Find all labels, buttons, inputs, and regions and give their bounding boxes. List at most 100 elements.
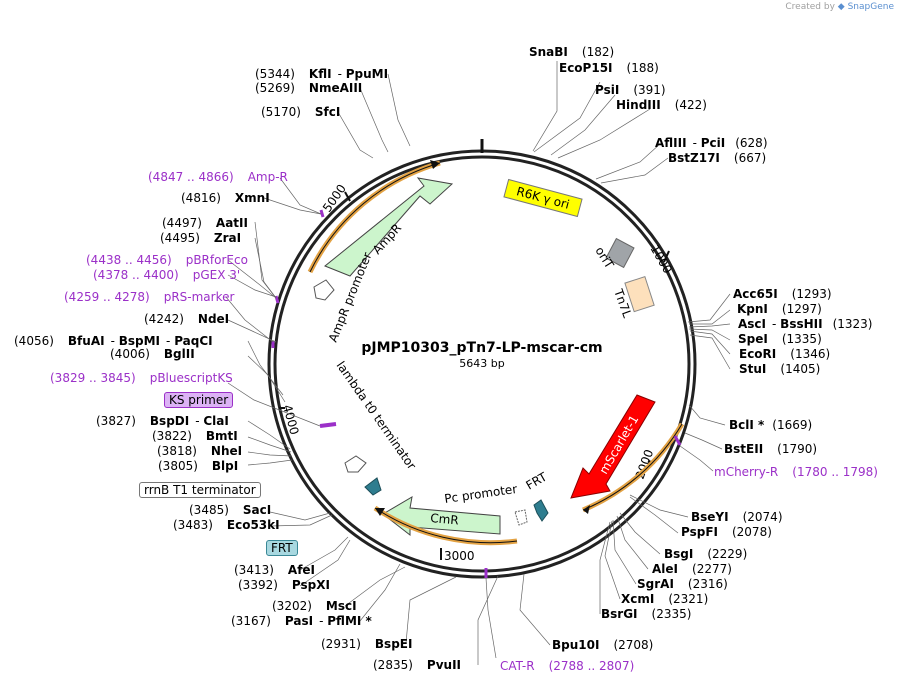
site-snabi[interactable]: SnaBI(182) xyxy=(529,45,614,59)
snapgene-logo-icon: ◆ xyxy=(837,2,845,12)
site-afei-name: AfeI xyxy=(288,563,315,577)
site-kpni[interactable]: KpnI(1297) xyxy=(737,302,822,316)
svg-text:PspFI(2078): PspFI(2078) xyxy=(681,525,772,539)
site-afliii-pcii[interactable]: AflIII- PciI(628) xyxy=(655,136,768,150)
site-bglii[interactable]: (4006)BglII xyxy=(110,347,195,361)
site-alei-pos: (2277) xyxy=(692,562,732,576)
site-bsteii[interactable]: BstEII(1790) xyxy=(724,442,817,456)
tag-frt[interactable]: FRT xyxy=(266,540,298,556)
primer-prs-marker[interactable]: (4259 .. 4278)pRS-marker xyxy=(64,290,234,304)
feature-cmr[interactable]: CmR xyxy=(373,496,518,546)
primer-cat-r[interactable]: CAT-R(2788 .. 2807) xyxy=(500,659,634,673)
tag-rrnb-t1-terminator[interactable]: rrnB T1 terminator xyxy=(139,482,261,498)
site-bstz17i-pos: (667) xyxy=(734,151,766,165)
site-pasi-pflmi[interactable]: (3167)PasI- PflMI * xyxy=(231,614,373,628)
site-nhei[interactable]: (3818)NheI xyxy=(157,444,242,458)
site-kpni-name: KpnI xyxy=(737,302,768,316)
site-bpu10i[interactable]: Bpu10I (2708) xyxy=(552,638,653,652)
site-bstz17i[interactable]: BstZ17I (667) xyxy=(668,151,766,165)
site-bspdi-clai[interactable]: (3827)BspDI- ClaI xyxy=(96,414,229,428)
site-alei[interactable]: AleI(2277) xyxy=(652,562,732,576)
site-spei[interactable]: SpeI(1335) xyxy=(738,332,822,346)
site-saci[interactable]: (3485)SacI xyxy=(189,503,271,517)
site-bcli[interactable]: BclI *(1669) xyxy=(729,418,812,432)
site-eco53ki[interactable]: (3483)Eco53kI xyxy=(173,518,280,532)
site-afei[interactable]: (3413)AfeI xyxy=(234,563,315,577)
site-msci[interactable]: (3202)MscI xyxy=(272,599,357,613)
site-bseyi[interactable]: BseYI(2074) xyxy=(691,510,783,524)
site-bspei[interactable]: (2931)BspEI xyxy=(321,637,412,651)
site-zrai[interactable]: (4495)ZraI xyxy=(160,231,241,245)
feature-tn7l[interactable]: Tn7L xyxy=(611,276,655,320)
svg-text:BseYI(2074): BseYI(2074) xyxy=(691,510,783,524)
primer-pbrforeco[interactable]: (4438 .. 4456)pBRforEco xyxy=(86,253,248,267)
primer-amp-r[interactable]: (4847 .. 4866)Amp-R xyxy=(148,170,288,184)
primer-prs-marker-range: (4259 .. 4278) xyxy=(64,290,150,304)
feature-lambda-t0[interactable]: lambda t0 terminator xyxy=(334,359,419,473)
site-kfli-pos: (5344) xyxy=(255,67,295,81)
site-ndei[interactable]: (4242)NdeI xyxy=(144,312,229,326)
site-pvuii[interactable]: (2835)PvuII xyxy=(373,658,461,672)
tick-label-1000: 1000 xyxy=(647,243,674,276)
pc-promoter-label: Pc promoter xyxy=(443,482,518,506)
site-bpu10i-pos: (2708) xyxy=(613,638,653,652)
svg-text:HindIII(422): HindIII(422) xyxy=(616,98,707,112)
svg-text:(4378 .. 4400)pGEX 3': (4378 .. 4400)pGEX 3' xyxy=(93,268,240,282)
site-bspdi-name: BspDI xyxy=(150,414,189,428)
feature-r6k-ori[interactable]: R6K γ ori xyxy=(503,178,583,218)
site-kfli-ppumi[interactable]: (5344)KflI- PpuMI xyxy=(255,67,388,81)
site-xcmi-name: XcmI xyxy=(621,592,654,606)
feature-orit[interactable]: oriT xyxy=(592,237,635,272)
site-ecori[interactable]: EcoRI(1346) xyxy=(739,347,830,361)
tag-ks-primer[interactable]: KS primer xyxy=(164,392,234,408)
site-eco53ki-name: Eco53kI xyxy=(227,518,280,532)
site-ndei-name: NdeI xyxy=(198,312,229,326)
site-stui-pos: (1405) xyxy=(780,362,820,376)
backbone-inner xyxy=(273,155,691,573)
mscarlet-label: mScarlet-1 xyxy=(596,413,641,477)
site-sgrai[interactable]: SgrAI(2316) xyxy=(637,577,728,591)
site-blpi[interactable]: (3805)BlpI xyxy=(158,459,238,473)
site-spei-pos: (1335) xyxy=(782,332,822,346)
feature-frt-right[interactable]: FRT xyxy=(524,469,550,522)
svg-text:PsiI(391): PsiI(391) xyxy=(595,83,666,97)
site-pspxi[interactable]: (3392)PspXI xyxy=(238,578,330,592)
primer-pbluescriptks-range: (3829 .. 3845) xyxy=(50,371,136,385)
svg-text:(3805)BlpI: (3805)BlpI xyxy=(158,459,238,473)
feature-mscarlet[interactable]: mScarlet-1 xyxy=(570,394,685,514)
site-bsrgi[interactable]: BsrGI(2335) xyxy=(601,607,691,621)
site-pspfi[interactable]: PspFI(2078) xyxy=(681,525,772,539)
site-bpu10i-name: Bpu10I xyxy=(552,638,599,652)
site-bmti[interactable]: (3822)BmtI xyxy=(152,429,238,443)
site-xcmi[interactable]: XcmI(2321) xyxy=(621,592,708,606)
site-bstz17i-name: BstZ17I xyxy=(668,151,720,165)
site-acc65i[interactable]: Acc65I(1293) xyxy=(733,287,832,301)
site-asci-bsshii[interactable]: AscI- BssHII(1323) xyxy=(738,317,872,331)
site-bfuai-bspmi-paqci[interactable]: (4056)BfuAI- BspMI- PaqCI xyxy=(14,334,213,348)
site-psii[interactable]: PsiI(391) xyxy=(595,83,666,97)
lambda-t0-label: lambda t0 terminator xyxy=(334,359,419,473)
site-bseyi-pos: (2074) xyxy=(743,510,783,524)
site-acc65i-pos: (1293) xyxy=(792,287,832,301)
tick-label-3000: 3000 xyxy=(444,549,475,563)
site-stui[interactable]: StuI(1405) xyxy=(739,362,820,376)
site-sfci[interactable]: (5170)SfcI xyxy=(261,105,340,119)
feature-frt-left[interactable] xyxy=(364,477,382,496)
svg-text:(4006)BglII: (4006)BglII xyxy=(110,347,195,361)
site-nmeaiii[interactable]: (5269)NmeAIII xyxy=(255,81,362,95)
primer-pbluescriptks[interactable]: (3829 .. 3845)pBluescriptKS xyxy=(50,371,233,385)
site-bglii-name: BglII xyxy=(164,347,195,361)
primer-pbrforeco-name: pBRforEco xyxy=(186,253,248,267)
site-xmni[interactable]: (4816)XmnI xyxy=(181,191,270,205)
site-ecop15i[interactable]: EcoP15I(188) xyxy=(559,61,659,75)
primer-pgex3-range: (4378 .. 4400) xyxy=(93,268,179,282)
site-zrai-name: ZraI xyxy=(214,231,241,245)
site-hindiii[interactable]: HindIII(422) xyxy=(616,98,707,112)
site-bsgi[interactable]: BsgI(2229) xyxy=(664,547,747,561)
site-bspei-pos: (2931) xyxy=(321,637,361,651)
primer-mcherry-r[interactable]: mCherry-R(1780 .. 1798) xyxy=(714,465,878,479)
site-aatii[interactable]: (4497)AatII xyxy=(162,216,248,230)
svg-text:(3818)NheI: (3818)NheI xyxy=(157,444,242,458)
primer-pgex3[interactable]: (4378 .. 4400)pGEX 3' xyxy=(93,268,240,282)
